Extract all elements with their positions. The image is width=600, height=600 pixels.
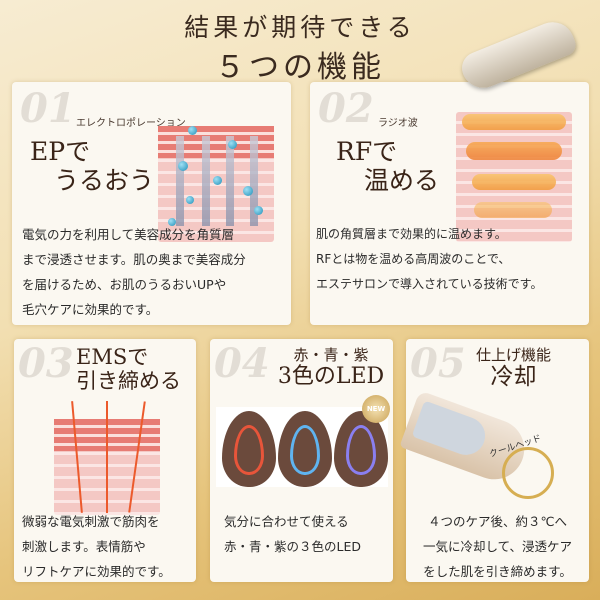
feature-heading: 仕上げ機能 冷却: [476, 346, 552, 391]
feature-number: 04: [214, 340, 270, 387]
led-purple: [334, 411, 388, 487]
desc-line: ４つのケア後、約３℃へ: [427, 514, 568, 529]
desc-line: をした肌を引き締めます。: [423, 564, 572, 579]
feature-heading: EPで うるおう: [30, 137, 155, 196]
desc-line: 毛穴ケアに効果的です。: [22, 302, 159, 317]
heading-line: RFで: [336, 137, 398, 166]
feature-description: 肌の角質層まで効果的に温めます。 RFとは物を温める高周波のことで、 エステサロ…: [316, 222, 542, 297]
feature-number: 02: [318, 85, 374, 132]
desc-line: を届けるため、お肌のうるおいUPや: [22, 277, 227, 292]
desc-line: 微弱な電気刺激で筋肉を: [22, 514, 160, 529]
heading-line: EMSで: [76, 345, 149, 369]
feature-card-ems: 03 EMSで 引き締める 微弱な電気刺激で筋肉を 刺激します。表情筋や リフト…: [14, 339, 196, 582]
feature-subtitle: ラジオ波: [378, 118, 418, 129]
feature-card-cooling: 05 仕上げ機能 冷却 クールヘッド ４つのケア後、約３℃へ 一気に冷却して、浸…: [399, 339, 589, 584]
feature-description: ４つのケア後、約３℃へ 一気に冷却して、浸透ケア をした肌を引き締めます。: [414, 509, 581, 584]
desc-line: エステサロンで導入されている技術です。: [316, 277, 543, 291]
feature-description: 微弱な電気刺激で筋肉を 刺激します。表情筋や リフトケアに効果的です。: [22, 509, 171, 584]
desc-line: 刺激します。表情筋や: [22, 539, 146, 554]
feature-description: 電気の力を利用して美容成分を角質層 まで浸透させます。肌の奥まで美容成分 を届け…: [22, 222, 246, 322]
feature-card-rf: 02 ラジオ波 RFで 温める 肌の角質層まで効果的に温めます。 RFとは物を温…: [310, 15, 589, 325]
title-line-1: 結果が期待できる: [184, 13, 416, 42]
desc-line: 赤・青・紫の３色のLED: [224, 539, 361, 554]
desc-line: RFとは物を温める高周波のことで、: [316, 252, 511, 266]
feature-heading: RFで 温める: [336, 137, 440, 196]
feature-subtitle: エレクトロポレーション: [76, 118, 186, 129]
skin-illustration: [158, 126, 274, 242]
heading-line: うるおう: [54, 165, 155, 195]
feature-number: 03: [18, 340, 74, 387]
heading-line: 引き締める: [76, 369, 181, 394]
led-image: [216, 407, 388, 487]
feature-number: 05: [410, 340, 466, 387]
desc-line: リフトケアに効果的です。: [22, 564, 171, 579]
heading-line: 温める: [364, 165, 440, 195]
feature-card-ep: 01 エレクトロポレーション EPで うるおう 電気の力を利用して美容成分を角質…: [12, 82, 291, 325]
skin-illustration: [456, 112, 572, 242]
heading-line: EPで: [30, 137, 91, 166]
desc-line: 一気に冷却して、浸透ケア: [422, 539, 572, 554]
desc-line: まで浸透させます。肌の奥まで美容成分: [22, 252, 246, 267]
title-line-2: ５つの機能: [215, 50, 385, 85]
heading-line: 3色のLED: [277, 364, 385, 390]
heading-line: 冷却: [490, 364, 537, 391]
feature-heading: EMSで 引き締める: [76, 345, 181, 393]
feature-heading: 赤・青・紫 3色のLED: [272, 346, 390, 390]
desc-line: 肌の角質層まで効果的に温めます。: [316, 227, 507, 241]
new-badge: NEW: [362, 395, 390, 423]
heading-line: 仕上げ機能: [476, 346, 552, 364]
cool-head-ring: [502, 447, 554, 499]
feature-description: 気分に合わせて使える 赤・青・紫の３色のLED: [224, 509, 361, 559]
feature-number: 01: [20, 85, 76, 132]
desc-line: 電気の力を利用して美容成分を角質層: [22, 227, 235, 242]
feature-card-led: 04 赤・青・紫 3色のLED NEW 気分に合わせて使える 赤・青・紫の３色の…: [210, 339, 393, 582]
led-blue: [278, 411, 332, 487]
heading-line: 赤・青・紫: [293, 346, 369, 364]
desc-line: 気分に合わせて使える: [224, 514, 349, 529]
led-red: [222, 411, 276, 487]
